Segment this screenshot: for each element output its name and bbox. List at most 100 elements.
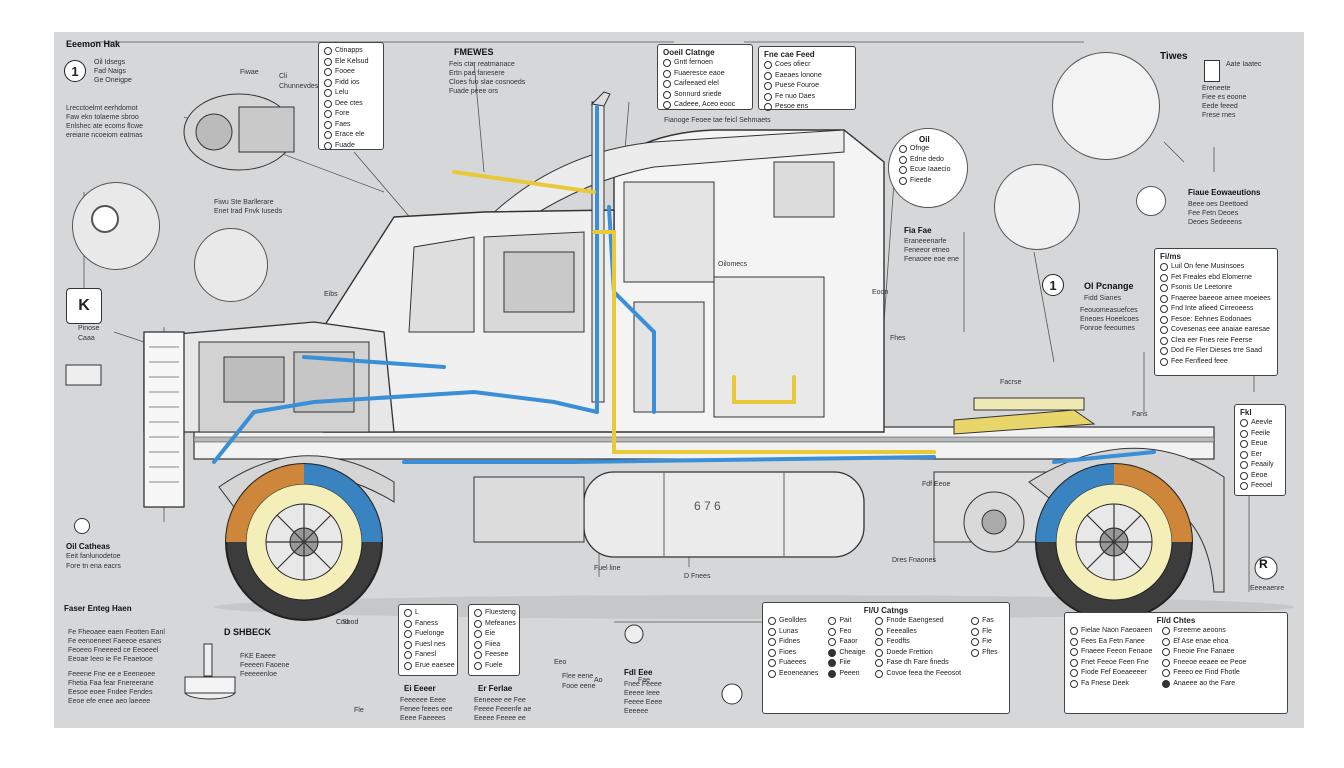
list-item: Mefeanes xyxy=(474,619,516,630)
bullet-icon xyxy=(324,47,332,56)
bullet-icon xyxy=(899,176,907,185)
bullet-icon xyxy=(1070,679,1078,688)
top-center-lines: Feis ctar reatmanace Ertn pae fanesere C… xyxy=(449,60,525,96)
bullet-icon xyxy=(474,619,482,628)
desc-line: Enlshec ate ecoms flcwe xyxy=(66,123,144,130)
fluid-check-col-1: Fielae Naon Faeoaeen Fees Ea Fetn Fanee … xyxy=(1070,626,1152,689)
fluid-check-col-2: Fsreeme aeoons Ef Ase enae ehoa Fneoie F… xyxy=(1162,626,1246,689)
list-item: Ofnge xyxy=(899,144,950,155)
list-item: Fuaeresce eaoe xyxy=(663,69,747,80)
caption-line: Fiwu Ste Barllerare xyxy=(214,199,274,206)
d-label: D Fnees xyxy=(684,573,711,580)
bottom-mid-line: Feeeeee Eeee xyxy=(400,697,446,704)
bullet-icon xyxy=(404,661,412,670)
bullet-icon xyxy=(1162,637,1171,646)
step-number-text: 1 xyxy=(1049,277,1057,293)
bottom-left-line: Fhetia Faa fear Fnereerane xyxy=(68,680,154,687)
list-item: Erace ele xyxy=(324,130,378,141)
fluid-changes-col-2: Pait Feo Faaor Cheaige Fiie Peeen xyxy=(828,616,865,679)
list-item: Fesoe: Eehnes Eodonaes xyxy=(1160,315,1272,326)
desc-line: Lrecctoelmt eerhdomot xyxy=(66,105,138,112)
list-item: Lelu xyxy=(324,88,378,99)
list-item: Pesoe ens xyxy=(764,102,850,113)
coolant-tank-label: Cno xyxy=(336,619,349,626)
bottom-small-a: Fle xyxy=(354,707,364,714)
bottom-mid-b-lines: Eeneeee ee Fee Feeee Feeenfe ae Eeeee Fe… xyxy=(474,696,531,723)
bottom-left-title: Faser Enteg Haen xyxy=(64,604,132,613)
bottom-left-line: Feoeeo Fneeeed ce Eeoeeel xyxy=(68,647,159,654)
tires-lines: Ereneete Fiee es eoone Eede feeed Frese … xyxy=(1202,84,1246,120)
list-item: Fneeoe eeaee ee Peoe xyxy=(1162,658,1246,669)
list-item: Faes xyxy=(324,120,378,131)
list-item: Coes ofiecr xyxy=(764,60,850,71)
tires-line: Fiee es eoone xyxy=(1202,94,1247,101)
bullet-icon xyxy=(1240,429,1248,438)
list-item: Lunas xyxy=(768,627,818,638)
bullet-icon xyxy=(875,648,884,657)
list-item: Fidd ios xyxy=(324,78,378,89)
bullet-icon xyxy=(768,659,776,668)
item-label: Sonnurd sriede xyxy=(674,90,722,98)
desc-line: ereiane ncoeiom eatmas xyxy=(66,132,143,139)
list-item: Caifeeaed elel xyxy=(663,79,747,90)
list-item: Feeealles xyxy=(875,627,961,638)
bullet-icon xyxy=(474,630,482,639)
oil-change-sub: Fidd Sianes xyxy=(1084,295,1121,302)
bullet-icon xyxy=(828,617,837,626)
list-item: Fluesteng xyxy=(474,608,516,619)
list-item: Ele Kelsud xyxy=(324,57,378,68)
oil-change-line: Fonroe feeoumes xyxy=(1080,325,1135,332)
list-item: Fnode Eaengesed xyxy=(875,616,961,627)
gauge-icon xyxy=(1204,60,1220,82)
bullet-icon xyxy=(1070,669,1078,678)
list-item: Eeoeneanes xyxy=(768,669,818,680)
fill-note-title: Fdl Eee xyxy=(624,668,653,677)
bullet-icon xyxy=(663,90,671,99)
engine-label-a: Fiwae xyxy=(240,69,259,76)
item-label: Aeevle xyxy=(1251,419,1273,426)
overall-change-title: Ooeil Clatnge xyxy=(663,48,715,57)
item-label: Lunas xyxy=(779,627,799,635)
oil-magnifier-title: Oil xyxy=(919,135,930,144)
bullet-icon xyxy=(1162,627,1171,636)
header-title: Eeemon Hak xyxy=(66,39,121,49)
list-item: Eie xyxy=(474,629,514,640)
bottom-small-b: Ao xyxy=(594,677,603,684)
bullet-icon xyxy=(663,59,671,68)
list-item: Fftes xyxy=(971,648,998,659)
oil-catheas-line: Fore tn ena eacrs xyxy=(66,563,121,570)
bullet-icon xyxy=(1070,637,1078,646)
top-center-line: Ertn pae fanesere xyxy=(449,70,505,77)
bullet-icon xyxy=(1070,648,1078,657)
bullet-icon xyxy=(1240,461,1248,470)
list-item: Fas xyxy=(971,616,998,627)
bottom-mid-line: Eeee Faeeees xyxy=(400,715,446,722)
bullet-icon xyxy=(875,669,884,678)
bullet-icon xyxy=(828,627,837,636)
pump-line: Fee Fetn Deoes xyxy=(1188,210,1239,217)
list-item: Aeevle xyxy=(1240,418,1280,429)
drain-label-b: Flee eene xyxy=(562,673,594,680)
item-label: Cheaige xyxy=(839,648,866,656)
bottom-left-line: Eeoe efe enee aeo laeeee xyxy=(68,698,151,705)
bullet-icon xyxy=(971,617,980,626)
list-item: Peeen xyxy=(828,669,865,680)
item-label: Fieede xyxy=(910,176,932,184)
list-item: Fieede xyxy=(899,176,950,187)
tire-square-label: Aate Iaatec xyxy=(1226,61,1262,68)
bottom-left-line: Eeoae Ieeo ie Fe Feaetooe xyxy=(68,656,153,663)
list-item: Cadeee, Aceo eooc xyxy=(663,100,747,111)
list-item: Cheaige xyxy=(828,648,865,659)
item-label: Peeen xyxy=(839,669,860,677)
bullet-icon xyxy=(1070,627,1078,636)
bullet-icon xyxy=(404,651,412,660)
drain-label: Dres Fnaones xyxy=(892,557,936,564)
item-label: Pait xyxy=(839,617,852,624)
list-item: Fuaeees xyxy=(768,658,818,669)
list-item: Fsreeme aeoons xyxy=(1162,626,1246,637)
list-item: Geolldes xyxy=(768,616,818,627)
item-label: Fluesteng xyxy=(485,609,516,616)
bullet-icon xyxy=(828,638,837,647)
cab-label: Facrse xyxy=(1000,379,1022,386)
item-label: Covoe feea the Feeosot xyxy=(886,669,962,677)
